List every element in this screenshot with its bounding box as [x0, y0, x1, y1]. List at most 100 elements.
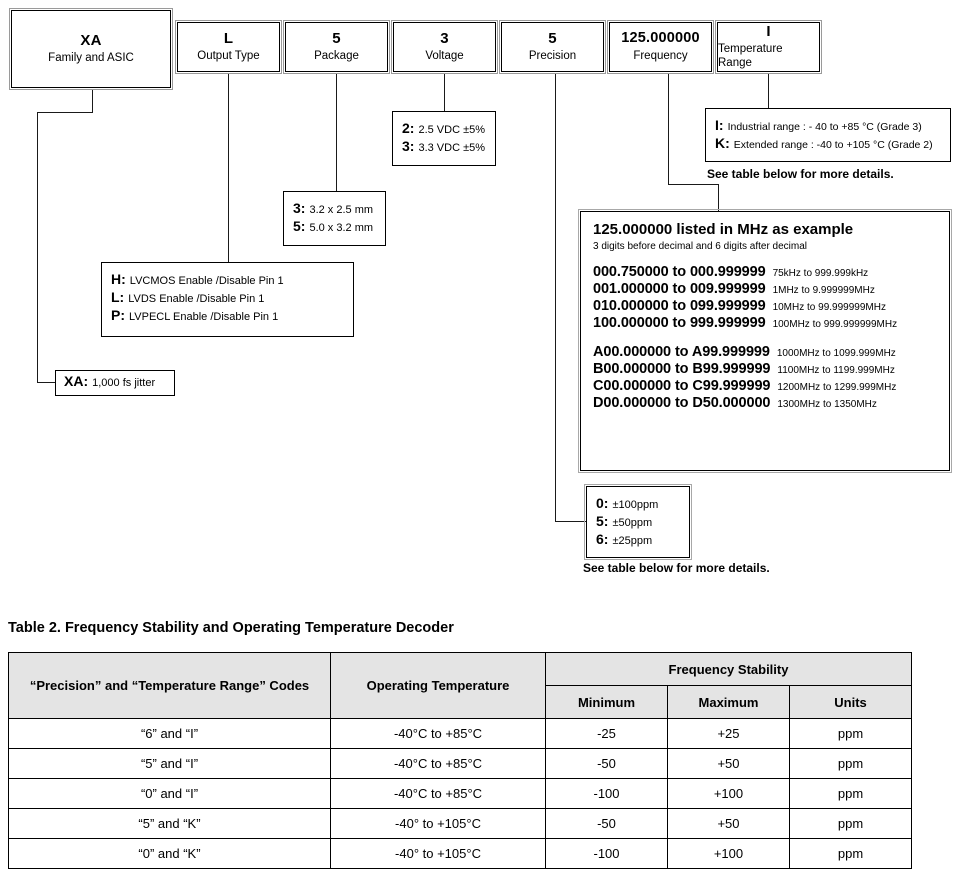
- pn-code-package: 5: [332, 29, 341, 47]
- callout-key-XA: XA:: [64, 373, 89, 389]
- table-row: “0” and “K” -40° to +105°C -100 +100 ppm: [8, 838, 913, 869]
- table2-header-row-1: “Precision” and “Temperature Range” Code…: [8, 652, 913, 719]
- callout-value-precision-0: ±100ppm: [612, 499, 659, 511]
- frequency-range-note: 10MHz to 99.999999MHz: [772, 302, 886, 313]
- table-row: “6” and “I” -40°C to +85°C -25 +25 ppm: [8, 718, 913, 749]
- frequency-range-row: C00.000000 to C99.999999 1200MHz to 1299…: [593, 378, 937, 394]
- pn-label-package: Package: [314, 50, 359, 63]
- table2-header-maximum: Maximum: [667, 685, 790, 719]
- frequency-range-value: C00.000000 to C99.999999: [593, 378, 771, 394]
- table2-header-minimum: Minimum: [545, 685, 668, 719]
- callout-row-package-5: 5: 5.0 x 3.2 mm: [293, 218, 376, 234]
- cell-units: ppm: [788, 748, 913, 779]
- callout-value-K: Extended range : -40 to +105 °C (Grade 2…: [733, 139, 933, 151]
- frequency-range-note: 1100MHz to 1199.999MHz: [777, 365, 895, 376]
- pn-box-output-type[interactable]: L Output Type: [175, 20, 282, 74]
- frequency-range-value: 010.000000 to 099.999999: [593, 298, 766, 314]
- cell-max: +25: [667, 718, 790, 749]
- connector-package: [336, 74, 337, 191]
- connector-precision-vertical: [555, 74, 556, 521]
- callout-value-I: Industrial range : - 40 to +85 °C (Grade…: [727, 121, 922, 133]
- callout-value-package-5: 5.0 x 3.2 mm: [309, 222, 374, 234]
- cell-min: -50: [545, 808, 668, 839]
- callout-value-voltage-2: 2.5 VDC ±5%: [418, 124, 486, 136]
- table2-wrapper: “Precision” and “Temperature Range” Code…: [8, 652, 913, 869]
- pn-box-temperature-range[interactable]: I Temperature Range: [715, 20, 822, 74]
- connector-frequency-vertical-1: [668, 74, 669, 184]
- connector-frequency-vertical-2: [718, 184, 719, 211]
- cell-codes: “6” and “I”: [8, 718, 331, 749]
- cell-temp: -40°C to +85°C: [330, 718, 546, 749]
- callout-row-voltage-3: 3: 3.3 VDC ±5%: [402, 138, 486, 154]
- callout-temperature-range: I: Industrial range : - 40 to +85 °C (Gr…: [705, 108, 951, 162]
- callout-key-P: P:: [111, 307, 125, 323]
- connector-output-type: [228, 74, 229, 262]
- cell-units: ppm: [788, 718, 913, 749]
- callout-row-output-l: L: LVDS Enable /Disable Pin 1: [111, 289, 344, 305]
- callout-row-jitter: XA: 1,000 fs jitter: [64, 373, 166, 389]
- table2-header-codes: “Precision” and “Temperature Range” Code…: [8, 652, 331, 719]
- table2: “Precision” and “Temperature Range” Code…: [8, 652, 913, 869]
- cell-min: -100: [545, 778, 668, 809]
- table-row: “5” and “K” -40° to +105°C -50 +50 ppm: [8, 808, 913, 839]
- pn-label-precision: Precision: [528, 50, 577, 63]
- cell-units: ppm: [788, 778, 913, 809]
- cell-codes: “0” and “K”: [8, 838, 331, 869]
- pn-code-precision: 5: [548, 29, 557, 47]
- callout-row-output-p: P: LVPECL Enable /Disable Pin 1: [111, 307, 344, 323]
- callout-key-H: H:: [111, 271, 126, 287]
- pn-label-temperature-range: Temperature Range: [718, 43, 783, 70]
- cell-min: -50: [545, 748, 668, 779]
- pn-box-voltage[interactable]: 3 Voltage: [391, 20, 498, 74]
- pn-code-voltage: 3: [440, 29, 449, 47]
- note-see-table-precision: See table below for more details.: [583, 561, 770, 575]
- frequency-range-value: 001.000000 to 009.999999: [593, 281, 766, 297]
- connector-precision-horizontal: [555, 521, 586, 522]
- callout-row-package-3: 3: 3.2 x 2.5 mm: [293, 200, 376, 216]
- frequency-range-note: 75kHz to 999.999kHz: [772, 268, 869, 279]
- callout-key-I: I:: [715, 117, 724, 133]
- pn-box-family[interactable]: XA Family and ASIC: [9, 8, 173, 90]
- callout-row-voltage-2: 2: 2.5 VDC ±5%: [402, 120, 486, 136]
- cell-units: ppm: [788, 808, 913, 839]
- callout-key-package-5: 5:: [293, 218, 306, 234]
- pn-code-temperature-range: I: [766, 23, 771, 41]
- frequency-range-value: D00.000000 to D50.000000: [593, 395, 771, 411]
- pn-box-frequency[interactable]: 125.000000 Frequency: [607, 20, 714, 74]
- pn-box-precision[interactable]: 5 Precision: [499, 20, 606, 74]
- cell-max: +50: [667, 748, 790, 779]
- pn-label-frequency: Frequency: [633, 49, 688, 62]
- table2-header-frequency-stability: Frequency Stability: [544, 652, 913, 686]
- pn-code-frequency: 125.000000: [621, 30, 700, 47]
- callout-key-K: K:: [715, 135, 730, 151]
- callout-family-jitter: XA: 1,000 fs jitter: [55, 370, 175, 396]
- callout-output-type: H: LVCMOS Enable /Disable Pin 1 L: LVDS …: [101, 262, 354, 337]
- cell-temp: -40°C to +85°C: [330, 778, 546, 809]
- callout-row-precision-5: 5: ±50ppm: [596, 513, 680, 529]
- connector-family-vertical-2: [37, 112, 38, 382]
- table2-header-operating-temperature: Operating Temperature: [330, 652, 546, 719]
- pn-label-voltage: Voltage: [425, 50, 464, 63]
- callout-value-package-3: 3.2 x 2.5 mm: [309, 204, 374, 216]
- frequency-range-row: 000.750000 to 000.999999 75kHz to 999.99…: [593, 264, 937, 280]
- cell-codes: “0” and “I”: [8, 778, 331, 809]
- callout-key-voltage-3: 3:: [402, 138, 415, 154]
- callout-row-temp-extended: K: Extended range : -40 to +105 °C (Grad…: [715, 135, 941, 151]
- frequency-detail-subtitle: 3 digits before decimal and 6 digits aft…: [593, 241, 808, 252]
- callout-row-temp-industrial: I: Industrial range : - 40 to +85 °C (Gr…: [715, 117, 941, 133]
- note-see-table-temperature: See table below for more details.: [707, 167, 894, 181]
- table2-header-units: Units: [788, 685, 913, 719]
- frequency-detail-title: 125.000000 listed in MHz as example: [593, 221, 854, 238]
- callout-key-voltage-2: 2:: [402, 120, 415, 136]
- callout-frequency-detail: 125.000000 listed in MHz as example 3 di…: [578, 209, 952, 473]
- pn-box-package[interactable]: 5 Package: [283, 20, 390, 74]
- callout-value-precision-5: ±50ppm: [612, 517, 653, 529]
- connector-family-vertical-1: [92, 90, 93, 112]
- frequency-range-row: D00.000000 to D50.000000 1300MHz to 1350…: [593, 395, 937, 411]
- frequency-range-note: 1300MHz to 1350MHz: [777, 399, 877, 410]
- frequency-range-note: 1000MHz to 1099.999MHz: [776, 348, 896, 359]
- callout-value-H: LVCMOS Enable /Disable Pin 1: [129, 275, 284, 287]
- cell-max: +100: [667, 838, 790, 869]
- pn-label-family: Family and ASIC: [48, 52, 134, 65]
